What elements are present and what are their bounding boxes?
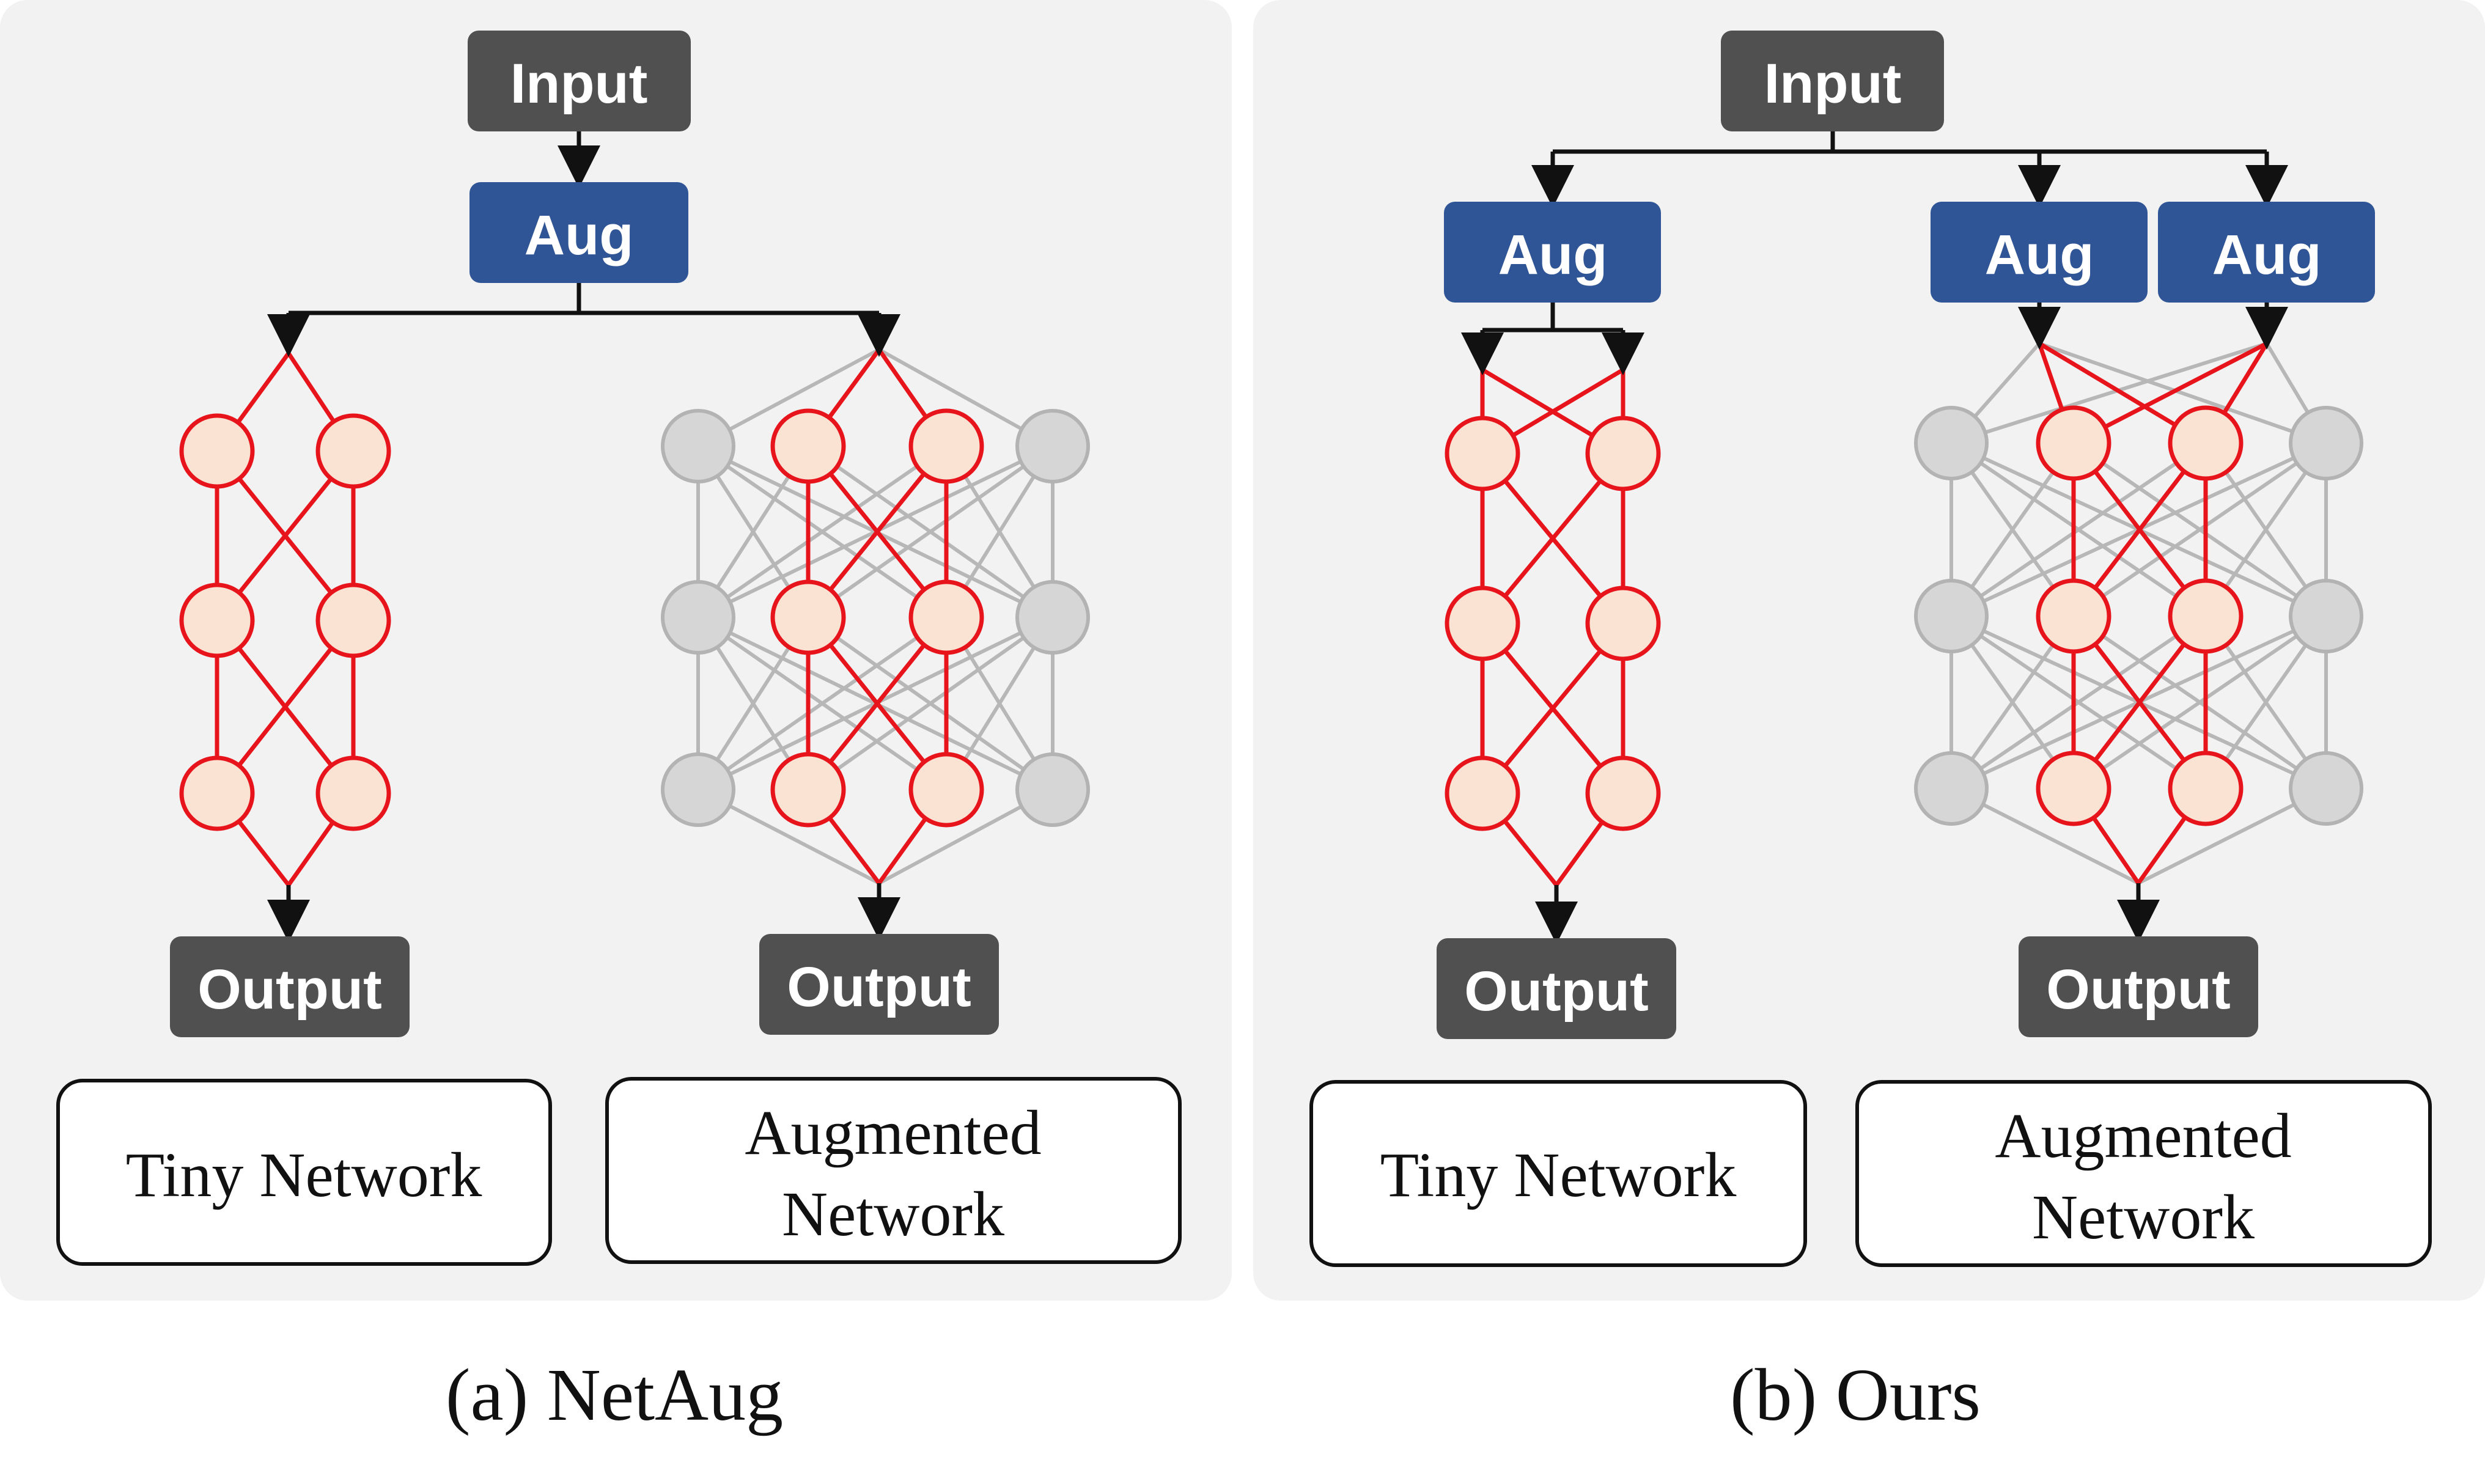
panel-a-tiny-network-label-box — [56, 1079, 552, 1266]
panel-a-tiny-output-label: Output — [197, 958, 381, 1021]
panel-b-tiny-aug-label: Aug — [1498, 224, 1608, 286]
panel-b-aug-output-label: Output — [2046, 958, 2230, 1021]
panel-a-aug-gray-edge — [807, 444, 1054, 619]
panel-b-tiny-node-active — [1585, 586, 1661, 661]
panel-a-tiny-node-active — [315, 413, 391, 489]
panel-a-aug-node-active — [770, 752, 846, 828]
panel-b-aug-node-inactive — [1914, 406, 1989, 480]
flow-arrows — [267, 131, 2288, 944]
panel-b-aug-gray-edge — [1951, 342, 2267, 445]
panel-b-aug-right-label: Aug — [2212, 224, 2322, 286]
panel-a-tiny-output-box — [170, 936, 410, 1037]
panel-a-aug-node-active — [908, 752, 984, 828]
panel-a-tiny-node-active — [179, 582, 255, 658]
panel-a-augmented-network-label-line2: Network — [782, 1179, 1004, 1249]
panel-b-aug-left-box — [1931, 202, 2148, 303]
panel-b-aug-node-inactive — [2289, 579, 2363, 653]
panel-b-aug-gray-edge — [2072, 441, 2327, 618]
panel-b-aug-right-box — [2158, 202, 2375, 303]
panel-b-aug-node-inactive — [1914, 579, 1989, 653]
panel-a-aug-node-inactive — [661, 752, 735, 827]
panel-b-augmented-network-label-box — [1855, 1080, 2432, 1267]
panel-b-aug-node-active — [2036, 405, 2111, 481]
panel-b-aug-gray-edge — [1950, 441, 2207, 618]
panel-b-tiny-node-active — [1445, 755, 1520, 831]
panel-b-tiny-output-label: Output — [1464, 960, 1648, 1023]
panel-a-aug-output-box — [759, 934, 999, 1035]
network-nodes — [179, 405, 2363, 831]
panel-b-aug-node-inactive — [1914, 751, 1989, 826]
panel-b-tiny-node-active — [1585, 755, 1661, 831]
panel-b-aug-node-active — [2036, 751, 2111, 826]
panel-b-caption: (b) Ours — [1730, 1354, 1981, 1436]
panel-b-tiny-network-label-box — [1309, 1080, 1807, 1267]
panel-a-aug-gray-edge — [807, 615, 1054, 792]
panel-a-tiny-node-active — [315, 582, 391, 658]
panel-b-tiny-node-active — [1445, 416, 1520, 491]
panel-b-aug-node-inactive — [2289, 751, 2363, 826]
panel-a-aug-node-inactive — [661, 580, 735, 655]
panel-a-aug-node-inactive — [1015, 409, 1090, 483]
panel-a-aug-node-active — [908, 579, 984, 655]
panel-b-aug-node-active — [2168, 405, 2244, 481]
panel-a-tiny-node-active — [315, 755, 391, 831]
panel-b-aug-gray-edge — [1950, 614, 2207, 790]
panel-b-tiny-output-box — [1437, 938, 1676, 1039]
panel-a-augmented-network-label-box — [605, 1077, 1182, 1264]
panel-b: Input Aug Aug Aug Output Output Tiny Net… — [1309, 31, 2432, 1436]
panel-b-input-label: Input — [1764, 53, 1902, 115]
panel-b-augmented-network-label-line2: Network — [2032, 1182, 2255, 1252]
panel-a-input-box — [468, 31, 691, 131]
panel-a: Input Aug Output Output Tiny Network Aug… — [56, 31, 1182, 1436]
panel-a-caption: (a) NetAug — [446, 1354, 783, 1436]
panel-a-aug-output-label: Output — [787, 956, 971, 1018]
panel-a-aug-gray-edge — [697, 444, 948, 619]
panel-a-tiny-network-label: Tiny Network — [126, 1140, 482, 1210]
panel-a-aug-box — [469, 182, 688, 283]
panel-b-tiny-network-label: Tiny Network — [1380, 1140, 1737, 1210]
panel-b-input-box — [1721, 31, 1944, 131]
panel-b-aug-gray-edge — [2072, 614, 2327, 790]
panel-a-augmented-network-label-line1: Augmented — [745, 1098, 1041, 1168]
panel-b-aug-node-active — [2036, 578, 2111, 654]
panel-a-aug-label: Aug — [525, 204, 634, 266]
panel-a-aug-node-active — [770, 579, 846, 655]
panel-a-aug-node-active — [770, 408, 846, 484]
panel-b-aug-node-active — [2168, 578, 2244, 654]
panel-b-tiny-node-active — [1585, 416, 1661, 491]
panel-a-tiny-node-active — [179, 755, 255, 831]
panel-b-aug-node-inactive — [2289, 406, 2363, 480]
panel-a-tiny-node-active — [179, 413, 255, 489]
panel-a-aug-node-inactive — [1015, 752, 1090, 827]
panel-b-aug-output-box — [2019, 936, 2258, 1037]
panel-a-aug-gray-edge — [697, 615, 948, 792]
panel-b-aug-left-label: Aug — [1985, 224, 2094, 286]
panel-a-aug-node-inactive — [661, 409, 735, 483]
panel-a-input-label: Input — [510, 53, 648, 115]
panel-a-aug-node-inactive — [1015, 580, 1090, 655]
panel-b-tiny-node-active — [1445, 586, 1520, 661]
panel-b-augmented-network-label-line1: Augmented — [1995, 1101, 2291, 1171]
panel-b-aug-gray-edge — [2039, 342, 2327, 445]
panel-b-tiny-aug-box — [1444, 202, 1661, 303]
panel-b-aug-node-active — [2168, 751, 2244, 826]
panel-a-aug-node-active — [908, 408, 984, 484]
